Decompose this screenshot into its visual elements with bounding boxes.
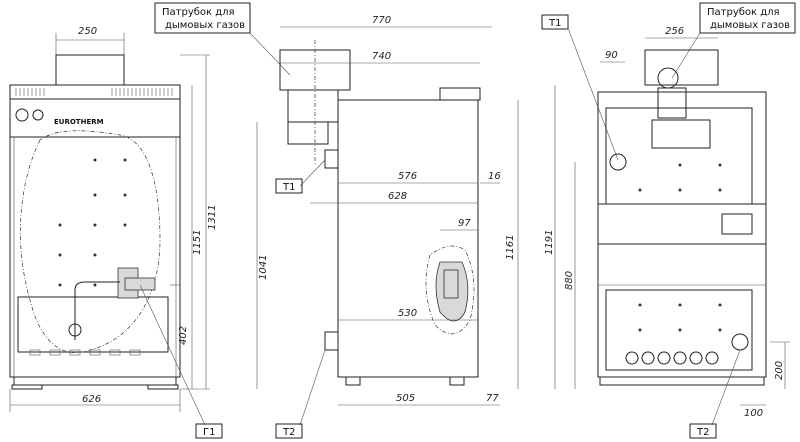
rear-t2-port	[731, 333, 749, 351]
rear-flue-box	[644, 49, 719, 86]
pilot-burner	[68, 323, 82, 337]
dim-256: 256	[665, 26, 684, 37]
rear-view: Патрубок для дымовых газов Т1 256 90	[541, 2, 796, 439]
t1-mid-box	[275, 178, 303, 194]
flue-label-box-right	[699, 2, 796, 34]
dim-250: 250	[78, 26, 97, 37]
flue-box	[55, 54, 125, 86]
dim-1041: 1041	[258, 255, 269, 280]
burner-section	[17, 296, 169, 353]
t2-right-label: Т2	[696, 427, 709, 438]
t1-port	[324, 149, 339, 169]
flue-label-left-1: Патрубок для	[162, 7, 235, 18]
dim-626: 626	[82, 394, 101, 405]
front-view: 250 EUROTHERM	[9, 26, 223, 439]
flue-label-right-1: Патрубок для	[707, 7, 780, 18]
dim-100: 100	[744, 408, 763, 419]
dim-880: 880	[564, 271, 575, 290]
rear-burner-row	[625, 351, 719, 365]
dim-530: 530	[398, 308, 417, 319]
side-body	[337, 99, 479, 378]
dim-402: 402	[178, 326, 189, 345]
dim-200: 200	[774, 361, 785, 380]
g1-label: Г1	[203, 427, 215, 438]
rear-t1-port	[609, 153, 627, 171]
flue-label-box-left	[154, 2, 251, 34]
vent-slots	[15, 88, 173, 96]
front-body	[9, 136, 181, 378]
dim-1311: 1311	[207, 205, 218, 230]
dim-16: 16	[488, 171, 501, 182]
flue-label-left-2: дымовых газов	[165, 20, 245, 31]
control-knob	[32, 109, 44, 121]
t1-right-label: Т1	[548, 18, 561, 29]
t2-right-box	[689, 423, 717, 439]
burner-row	[29, 349, 141, 356]
rear-control-strip	[597, 203, 767, 245]
dim-1151: 1151	[192, 230, 203, 255]
dim-1191: 1191	[544, 230, 555, 255]
dim-740: 740	[372, 51, 391, 62]
t1-mid-label: Т1	[282, 182, 295, 193]
vent-strip	[9, 84, 181, 100]
dim-77: 77	[486, 393, 499, 404]
dim-576: 576	[398, 171, 417, 182]
gas-pipe	[74, 281, 120, 340]
rear-collar	[651, 119, 711, 149]
t2-mid-box	[275, 423, 303, 439]
dim-628: 628	[388, 191, 407, 202]
dim-1161: 1161	[505, 235, 516, 260]
dim-505: 505	[396, 393, 415, 404]
t2-mid-label: Т2	[282, 427, 295, 438]
flue-collar	[287, 89, 339, 123]
panel-dots	[58, 158, 127, 287]
dim-770: 770	[372, 15, 391, 26]
rear-dots	[638, 163, 722, 332]
brand-logo: EUROTHERM	[54, 118, 104, 126]
flue-label-right-2: дымовых газов	[710, 20, 790, 31]
dim-97: 97	[458, 218, 471, 229]
t1-right-box	[541, 14, 569, 30]
rear-plate	[721, 213, 753, 235]
g1-label-box	[195, 423, 223, 439]
dim-90: 90	[605, 50, 618, 61]
top-panel	[439, 87, 481, 101]
hidden-outline	[20, 130, 161, 353]
draft-diverter	[287, 121, 329, 145]
side-view: Патрубок для дымовых газов 770 740 576 6…	[154, 2, 519, 439]
front-base	[13, 376, 177, 386]
rear-lower-panel	[605, 289, 753, 371]
thermometer-gauge	[15, 108, 29, 122]
t2-port	[324, 331, 339, 351]
